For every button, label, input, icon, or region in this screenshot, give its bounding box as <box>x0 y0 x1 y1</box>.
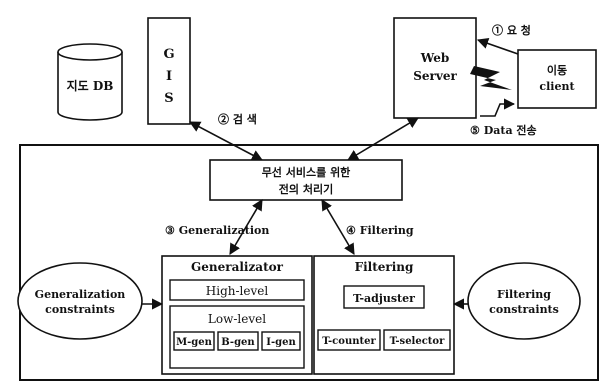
system-frame <box>19 144 599 381</box>
generalization-constraints-label-2: constraints <box>45 303 115 316</box>
i-gen-label: I-gen <box>266 337 296 348</box>
mobile-client-label-1: 이동 <box>547 63 567 77</box>
mobile-client-label-2: client <box>539 80 575 93</box>
filtering-arrow <box>321 199 355 255</box>
preprocessor-label-2: 전의 처리기 <box>279 182 333 196</box>
search-label: ② 검 색 <box>218 112 257 126</box>
t-adjuster-label: T-adjuster <box>353 292 415 305</box>
preprocessor-label-1: 무선 서비스를 위한 <box>262 165 351 179</box>
filtering-constraints-label-1: Filtering <box>497 288 551 301</box>
data-transfer-label: ⑤ Data 전송 <box>470 123 537 137</box>
b-gen-label: B-gen <box>221 337 255 348</box>
gis-label-g: G <box>163 47 174 62</box>
m-gen-box <box>173 331 215 351</box>
b-gen-box <box>217 331 259 351</box>
map-db-label: 지도 DB <box>67 78 114 93</box>
generalization-constraints-label-1: Generalization <box>35 288 126 301</box>
wireless-lightning-icon <box>470 66 512 90</box>
preprocessor-box <box>209 159 403 201</box>
filtering-box <box>313 255 455 375</box>
high-level-label: High-level <box>206 284 269 298</box>
filtering-constraints-ellipse <box>467 262 581 340</box>
map-db-cylinder <box>57 43 123 121</box>
generalization-label: ③ Generalization <box>165 224 269 237</box>
web-server-box <box>393 17 477 119</box>
web-server-label-1: Web <box>420 51 450 65</box>
gis-label-i: I <box>166 69 172 84</box>
low-level-label: Low-level <box>208 312 266 326</box>
web-server-label-2: Server <box>413 69 457 83</box>
t-counter-label: T-counter <box>322 336 376 347</box>
filtering-constraints-label-2: constraints <box>489 303 559 316</box>
gis-preprocessor-arrow <box>189 121 263 161</box>
data-transfer-arrow <box>480 98 516 117</box>
high-level-box <box>169 279 305 301</box>
filtering-title: Filtering <box>355 260 414 274</box>
generalization-arrow <box>229 199 263 255</box>
server-preprocessor-arrow <box>347 117 419 161</box>
request-arrow <box>476 38 519 55</box>
t-selector-box <box>383 329 451 351</box>
filtering-edge-label: ④ Filtering <box>346 224 414 237</box>
gis-label-s: S <box>164 91 173 106</box>
m-gen-label: M-gen <box>176 337 213 348</box>
generalization-constraints-ellipse <box>17 262 143 340</box>
t-counter-box <box>317 329 381 351</box>
generalizator-title: Generalizator <box>191 260 284 274</box>
t-selector-label: T-selector <box>390 336 445 347</box>
t-adjuster-box <box>343 285 425 309</box>
i-gen-box <box>261 331 301 351</box>
request-label: ① 요 청 <box>492 23 531 37</box>
mobile-client-box <box>517 49 597 109</box>
gis-box <box>147 17 191 125</box>
